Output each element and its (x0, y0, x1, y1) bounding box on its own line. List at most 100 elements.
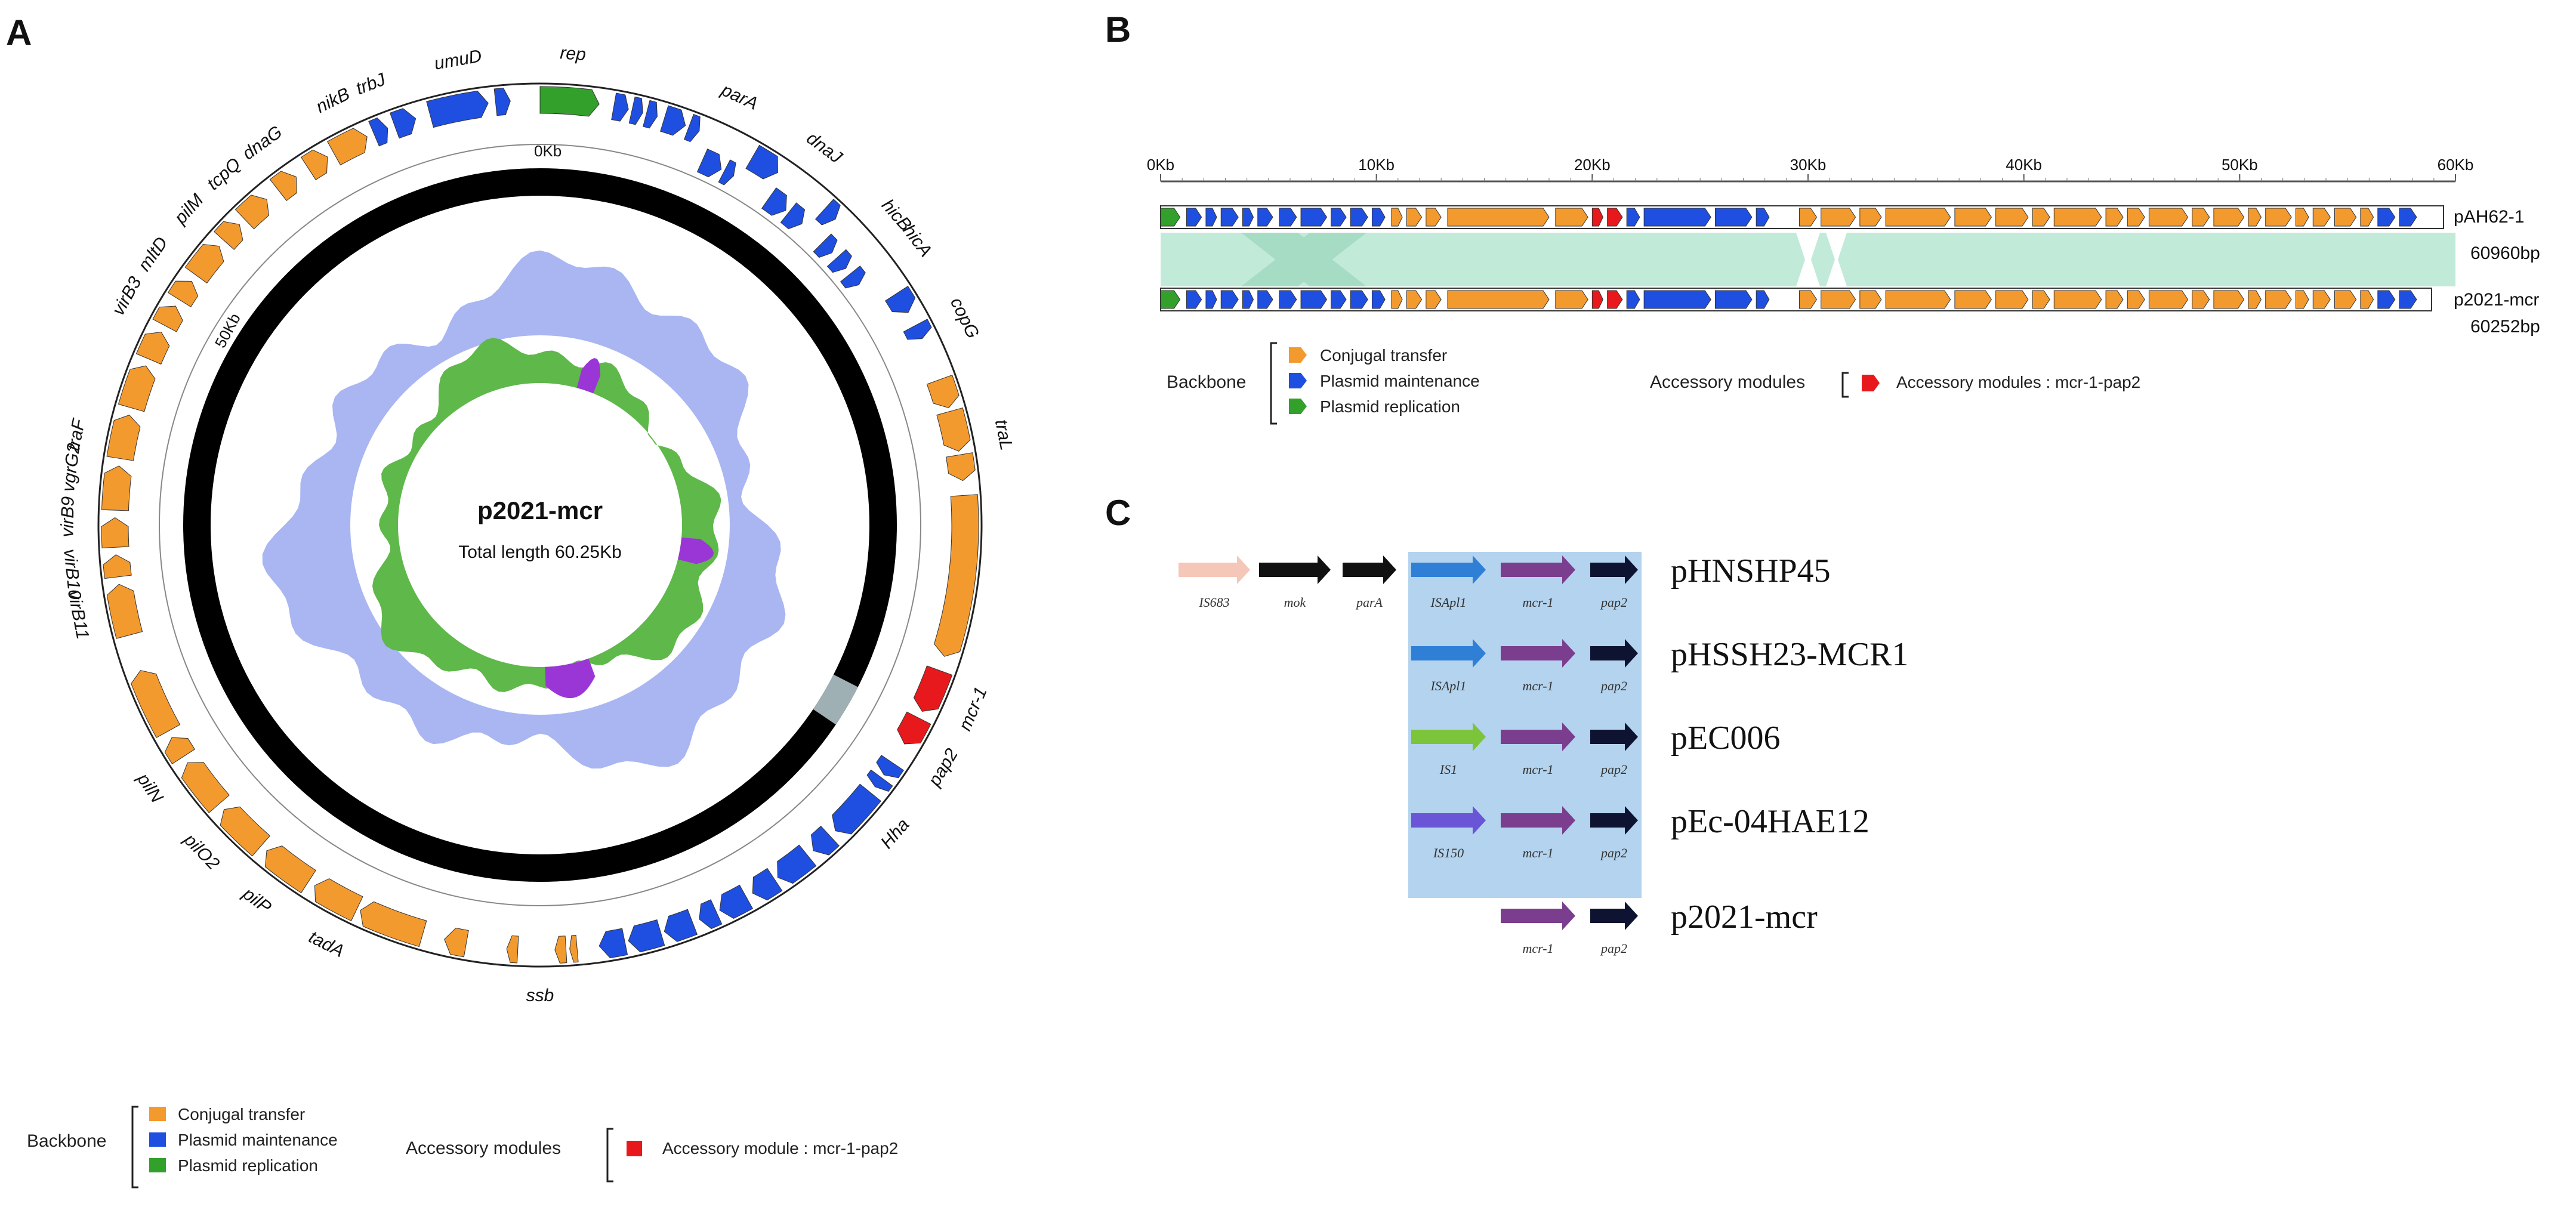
b-cds-arrow (2213, 290, 2245, 309)
b-cds-arrow (1331, 208, 1347, 227)
b-cds-arrow (2312, 208, 2331, 227)
b-cds-arrow (1371, 208, 1386, 227)
gc-skew-negative-segment (545, 658, 596, 699)
b-cds-arrow (2399, 290, 2417, 309)
b-cds-arrow (1821, 208, 1856, 227)
gene-label-virb3: virB3 (109, 273, 146, 319)
cds-arrow (699, 899, 723, 930)
cds-arrow (426, 90, 489, 128)
c-gene-arrow-pap2 (1590, 723, 1638, 751)
b-cds-arrow (2360, 290, 2374, 309)
c-gene-label: IS683 (1198, 595, 1229, 610)
gene-label-traf: traF (64, 416, 90, 452)
gene-label-virb10: virB10 (60, 548, 85, 600)
cds-arrow (810, 825, 840, 856)
c-gene-arrow-para (1343, 555, 1396, 584)
cds-arrow (813, 233, 838, 258)
b-cds-arrow (1220, 290, 1239, 309)
b-cds-arrow (1643, 208, 1711, 227)
b-tick-label: 10Kb (1358, 156, 1395, 174)
cds-arrow (628, 919, 665, 953)
b-cds-arrow (1279, 208, 1297, 227)
b-cds-arrow (1406, 208, 1423, 227)
b-legend-conjugal-swatch (1289, 347, 1307, 363)
c-gene-label: parA (1355, 595, 1383, 610)
c-gene-arrow-pap2 (1590, 555, 1638, 584)
c-gene-label: IS150 (1433, 845, 1464, 860)
cds-arrow (106, 584, 143, 639)
b-cds-arrow (1555, 290, 1588, 309)
b-cds-arrow (1242, 290, 1254, 309)
b-cds-arrow (2053, 208, 2102, 227)
backbone-gap-segment (813, 674, 858, 725)
b-cds-arrow (1371, 290, 1386, 309)
cds-arrow (360, 901, 427, 947)
panel-a-circular-map: repparAdnaJhicBhicAcopGtraLmcr-1pap2Hhas… (57, 43, 1016, 1005)
gc-content-track (262, 250, 786, 769)
cds-arrow (314, 878, 363, 922)
c-gene-arrow-is1 (1411, 723, 1486, 751)
b-legend-replication-label: Plasmid replication (1320, 397, 1460, 416)
gene-label-hha: Hha (877, 815, 914, 853)
shaded-region-mcr (1497, 552, 1642, 898)
c-gene-label: pap2 (1600, 845, 1627, 860)
cds-arrow (554, 936, 567, 964)
shaded-region-isapl1 (1408, 552, 1497, 898)
c-gene-arrow-isapl1 (1411, 639, 1486, 668)
cds-arrow (876, 755, 905, 779)
b-cds-arrow (1300, 290, 1328, 309)
b-cds-arrow (1257, 208, 1273, 227)
gene-label-mltd: mltD (134, 233, 171, 274)
cds-arrow (101, 517, 129, 548)
b-cds-arrow (1279, 290, 1297, 309)
b-cds-arrow (2192, 208, 2210, 227)
legend-accessory-label: Accessory modules (406, 1138, 561, 1158)
c-gene-label: mcr-1 (1522, 678, 1553, 693)
outer-ring (97, 82, 983, 968)
c-gene-arrow-mcr-1 (1501, 902, 1575, 930)
track-1-size: 60960bp (2470, 243, 2540, 263)
b-cds-arrow (2148, 290, 2189, 309)
c-gene-arrow-mcr-1 (1501, 806, 1575, 835)
b-cds-arrow (2248, 208, 2262, 227)
c-gene-label: mcr-1 (1522, 762, 1553, 777)
c-gene-label: ISApl1 (1430, 678, 1467, 693)
cds-arrow (913, 665, 953, 712)
c-plasmid-name: pHNSHP45 (1671, 552, 1831, 589)
map-title: p2021-mcr (477, 496, 603, 524)
c-gene-label: pap2 (1600, 762, 1627, 777)
gene-label-mcr-1: mcr-1 (955, 684, 991, 734)
b-cds-arrow (1995, 208, 2029, 227)
b-cds-arrow (1555, 208, 1588, 227)
b-cds-arrow (1426, 208, 1442, 227)
b-cds-arrow (2295, 290, 2309, 309)
b-cds-arrow (2360, 208, 2374, 227)
gene-label-tcpq: tcpQ (203, 154, 245, 194)
b-legend-maintenance-swatch (1289, 373, 1307, 388)
gene-label-pilm: pilM (170, 190, 207, 229)
b-tick-label: 30Kb (1790, 156, 1827, 174)
b-cds-arrow (1205, 208, 1217, 227)
b-cds-arrow (1186, 290, 1202, 309)
cds-arrow (884, 285, 916, 313)
cds-arrow (569, 934, 579, 963)
b-cds-arrow (1799, 208, 1818, 227)
cds-arrow (214, 221, 243, 251)
b-cds-arrow (1756, 290, 1770, 309)
inversion-cross (1241, 233, 1366, 286)
b-cds-arrow (2377, 290, 2396, 309)
cds-arrow (719, 884, 754, 919)
b-cds-arrow (2265, 290, 2292, 309)
track-2-name: p2021-mcr (2454, 290, 2539, 310)
cds-arrow (826, 249, 852, 273)
b-cds-arrow (2334, 208, 2357, 227)
b-tick-label: 20Kb (1574, 156, 1611, 174)
b-cds-arrow (1220, 208, 1239, 227)
cds-arrow (326, 128, 368, 166)
c-gene-label: mok (1284, 595, 1307, 610)
b-cds-arrow (2053, 290, 2102, 309)
cds-arrow (131, 670, 181, 739)
map-subtitle: Total length 60.25Kb (458, 542, 622, 562)
gene-label-piln: pilN (133, 769, 167, 806)
b-legend-replication-swatch (1289, 399, 1307, 414)
